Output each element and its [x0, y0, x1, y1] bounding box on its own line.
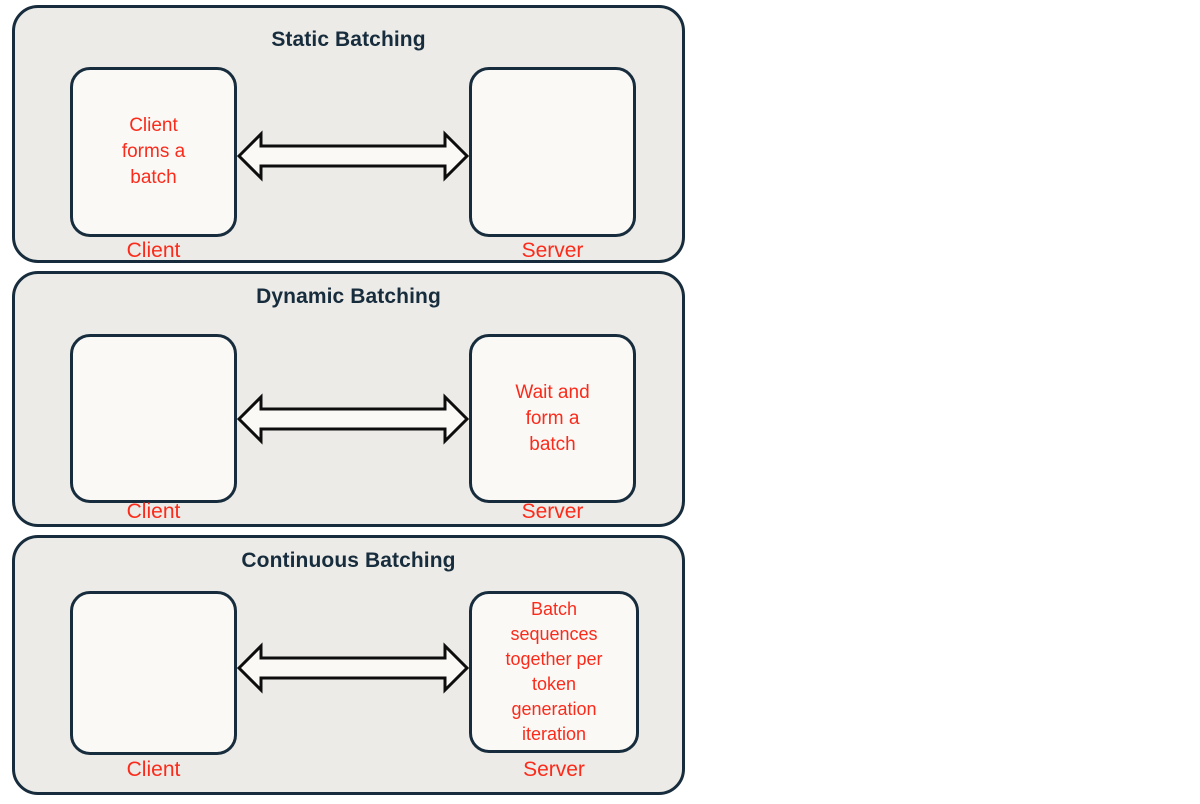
- continuous-bidirectional-arrow-icon: [237, 638, 469, 698]
- continuous-server-box-text: Batch sequences together per token gener…: [505, 599, 603, 744]
- dynamic-client-caption: Client: [126, 500, 181, 523]
- static-client-box: Client forms a batch: [70, 67, 237, 237]
- dynamic-bidirectional-arrow-icon: [237, 389, 469, 449]
- dynamic-server-caption: Server: [521, 500, 584, 523]
- panel-title-dynamic-batching: Dynamic Batching: [256, 285, 441, 308]
- static-server-caption: Server: [521, 239, 584, 262]
- continuous-client-caption: Client: [126, 758, 181, 781]
- panel-title-continuous-batching: Continuous Batching: [241, 549, 456, 572]
- dynamic-server-box: Wait and form a batch: [469, 334, 636, 503]
- continuous-server-caption: Server: [523, 758, 585, 781]
- panel-dynamic-batching: Dynamic Batching Client Wait and form a …: [12, 271, 685, 527]
- panel-continuous-batching: Continuous Batching Client Batch sequenc…: [12, 535, 685, 795]
- panel-static-batching: Static Batching Client forms a batch Cli…: [12, 5, 685, 263]
- continuous-client-box: [70, 591, 237, 755]
- panel-title-static-batching: Static Batching: [271, 28, 426, 51]
- dynamic-server-box-text: Wait and form a batch: [515, 381, 590, 455]
- continuous-server-box: Batch sequences together per token gener…: [469, 591, 639, 753]
- static-server-box: [469, 67, 636, 237]
- static-bidirectional-arrow-icon: [237, 126, 469, 186]
- static-client-caption: Client: [126, 239, 181, 262]
- static-client-box-text: Client forms a batch: [121, 115, 186, 188]
- dynamic-client-box: [70, 334, 237, 503]
